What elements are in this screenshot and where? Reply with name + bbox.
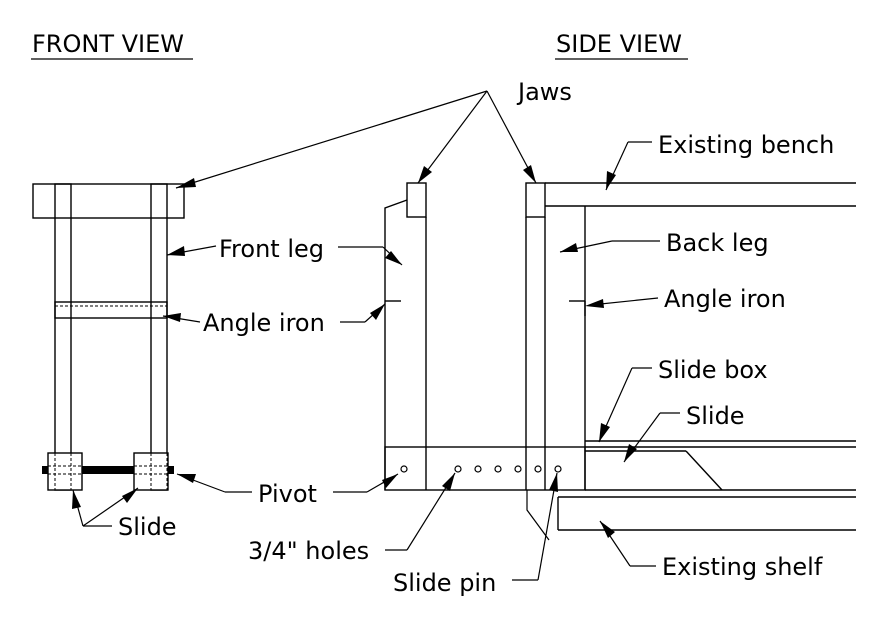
slide-leader-front	[72, 487, 139, 527]
existing-shelf-leader	[599, 520, 656, 567]
label-back-leg: Back leg	[666, 229, 769, 257]
side-view-drawing	[384, 182, 856, 531]
angle-iron-leader-front	[162, 303, 386, 323]
holes-leader	[385, 472, 456, 551]
front-pivot-bar	[42, 466, 174, 474]
slide-leader-side	[623, 412, 680, 463]
slide-pin-leader	[512, 472, 558, 581]
angle-iron-leader-side	[585, 297, 659, 308]
existing-bench-leader	[605, 141, 652, 191]
side-hole-1	[454, 465, 462, 473]
label-jaws: Jaws	[516, 78, 572, 106]
side-hole-3	[494, 465, 502, 473]
side-hole-2	[474, 465, 482, 473]
front-view-title-group: FRONT VIEW	[31, 30, 193, 60]
label-slide-pin: Slide pin	[393, 569, 496, 597]
back-leg-leader	[559, 240, 660, 253]
front-slide-block-left	[47, 452, 83, 491]
label-angle-iron-side: Angle iron	[664, 285, 786, 313]
side-slide-box-base	[384, 446, 586, 491]
side-front-leg-outline	[384, 199, 408, 490]
side-view-title-group: SIDE VIEW	[555, 30, 688, 60]
side-holes	[400, 465, 562, 473]
leader-lines	[72, 90, 680, 581]
label-slide-side: Slide	[686, 402, 745, 430]
front-leg-leader-front	[166, 245, 403, 266]
side-back-jaw	[525, 182, 546, 218]
side-hole-4	[514, 465, 522, 473]
label-pivot: Pivot	[258, 480, 317, 508]
label-angle-iron-front: Angle iron	[203, 309, 325, 337]
front-left-leg	[54, 183, 72, 491]
front-jaw-block	[32, 183, 185, 219]
slide-pin-drop	[526, 490, 550, 541]
front-angle-iron	[54, 301, 168, 319]
label-slide-front: Slide	[118, 513, 177, 541]
labels: Jaws Existing bench Front leg Back leg A…	[118, 78, 834, 597]
label-existing-shelf: Existing shelf	[662, 553, 823, 581]
pivot-leader	[176, 473, 399, 493]
side-slide-taper	[685, 450, 723, 491]
jaws-leader	[175, 90, 537, 189]
slide-box-leader	[598, 367, 652, 443]
label-existing-bench: Existing bench	[658, 131, 834, 159]
side-pivot-hole	[400, 465, 408, 473]
label-slide-box: Slide box	[658, 356, 768, 384]
side-front-jaw	[406, 182, 427, 218]
front-view-drawing	[32, 183, 185, 491]
label-front-leg: Front leg	[219, 235, 324, 263]
label-holes: 3/4" holes	[248, 537, 369, 565]
front-right-leg	[150, 183, 168, 491]
front-view-title: FRONT VIEW	[32, 30, 184, 58]
side-hole-6	[554, 465, 562, 473]
side-hole-5	[534, 465, 542, 473]
side-view-title: SIDE VIEW	[556, 30, 682, 58]
